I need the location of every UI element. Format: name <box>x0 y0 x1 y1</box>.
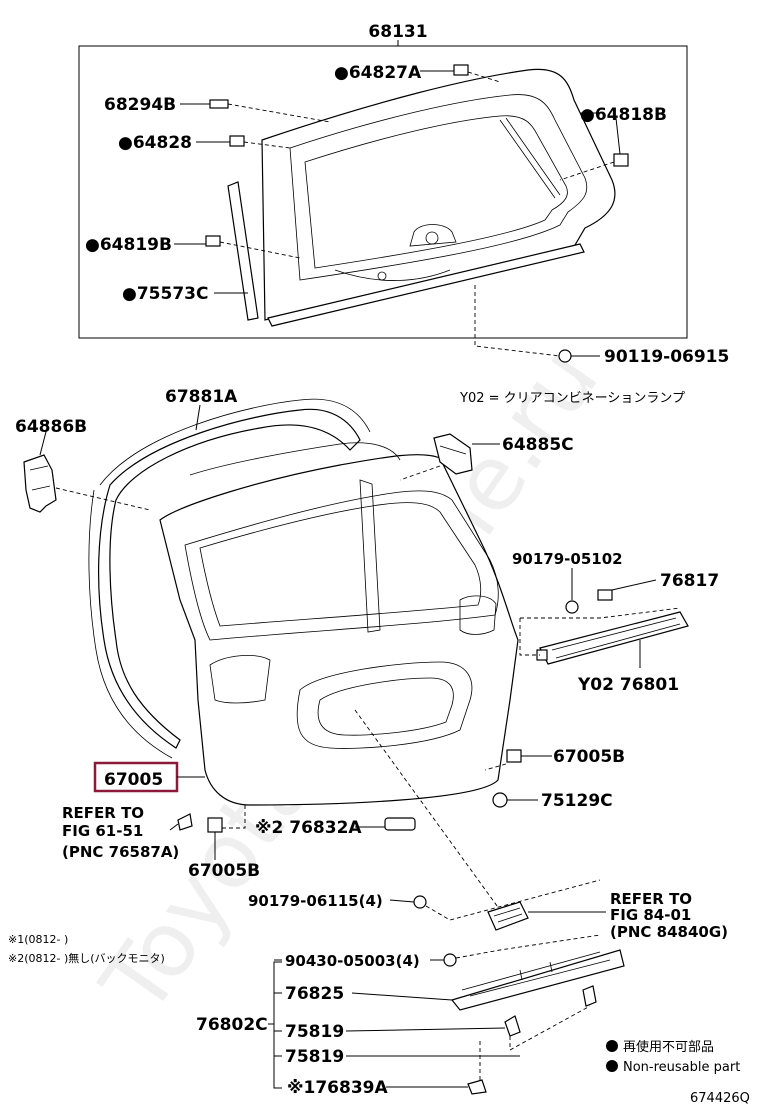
garnish-76825[interactable] <box>450 949 625 1011</box>
part-label-75573C[interactable]: ●75573C <box>122 284 208 304</box>
part-label-90430-05003[interactable]: 90430-05003(4) <box>285 952 420 970</box>
garnish-76832A[interactable] <box>384 817 416 831</box>
footnote-2: ※2(0812- )無し(バックモニタ) <box>8 951 165 965</box>
legend-bullet-en <box>606 1060 618 1072</box>
clip-64828[interactable] <box>229 135 245 147</box>
glass-bottom-molding[interactable] <box>267 243 585 327</box>
footnote-1: ※1(0812- ) <box>8 933 68 946</box>
part-label-76825[interactable]: 76825 <box>285 984 344 1004</box>
diagram-code: 674426Q <box>690 1091 750 1106</box>
part-label-67881A[interactable]: 67881A <box>165 387 238 407</box>
y02-note: Y02 = クリアコンビネーションランプ <box>459 391 685 406</box>
refer-61-line3[interactable]: (PNC 76587A) <box>62 843 179 861</box>
part-label-76817[interactable]: 76817 <box>660 571 719 591</box>
part-label-64828[interactable]: ●64828 <box>118 133 192 153</box>
stopper-67005B-right[interactable] <box>506 749 522 763</box>
refer-84-line1[interactable]: REFER TO <box>610 890 692 908</box>
hinge-64885C[interactable] <box>433 433 473 475</box>
part-label-68131[interactable]: 68131 <box>368 22 427 42</box>
bolt-90119-06915[interactable] <box>558 349 572 363</box>
part-label-75819-b[interactable]: 75819 <box>285 1047 344 1067</box>
part-label-64819B[interactable]: ●64819B <box>85 235 172 255</box>
part-label-76832A[interactable]: ※2 76832A <box>255 818 362 838</box>
part-label-64886B[interactable]: 64886B <box>15 417 87 437</box>
spacer-68294B[interactable] <box>209 99 229 109</box>
refer-61-line2[interactable]: FIG 61-51 <box>62 822 143 840</box>
part-label-64885C[interactable]: 64885C <box>502 435 574 455</box>
part-label-67005B-right[interactable]: 67005B <box>553 747 625 767</box>
part-label-76802C[interactable]: 76802C <box>196 1015 268 1035</box>
refer-61-51-part[interactable] <box>177 813 193 831</box>
part-label-76801[interactable]: Y02 76801 <box>577 675 679 695</box>
clip-64819B[interactable] <box>205 235 221 247</box>
stopper-67005B-bottom[interactable] <box>207 817 223 833</box>
gasket-76817[interactable] <box>597 589 613 601</box>
part-label-90179-05102[interactable]: 90179-05102 <box>512 550 623 568</box>
nut-90179-05102[interactable] <box>565 600 579 614</box>
glass-group-frame <box>78 45 688 339</box>
part-label-64827A[interactable]: ●64827A <box>334 63 422 83</box>
part-label-64818B[interactable]: ●64818B <box>580 105 667 125</box>
part-label-76839A[interactable]: ※176839A <box>287 1078 388 1098</box>
legend-non-reusable-en: Non-reusable part <box>623 1060 740 1075</box>
clip-64818B[interactable] <box>613 153 629 167</box>
part-label-75129C[interactable]: 75129C <box>541 791 613 811</box>
part-76839A[interactable] <box>467 1079 487 1095</box>
nut-90179-06115[interactable] <box>413 895 427 909</box>
part-label-67005[interactable]: 67005 <box>104 770 163 790</box>
clip-75819-b[interactable] <box>582 985 597 1007</box>
refer-84-line3[interactable]: (PNC 84840G) <box>610 923 728 941</box>
part-label-90179-06115[interactable]: 90179-06115(4) <box>248 892 383 910</box>
back-door-weatherstrip[interactable] <box>98 408 361 749</box>
part-label-75819-a[interactable]: 75819 <box>285 1022 344 1042</box>
hinge-64886B[interactable] <box>23 454 57 513</box>
clip-64827A[interactable] <box>453 64 469 76</box>
back-door-panel[interactable] <box>159 442 519 806</box>
part-label-90119-06915[interactable]: 90119-06915 <box>604 347 729 367</box>
refer-84-line2[interactable]: FIG 84-01 <box>610 906 691 924</box>
legend-non-reusable-jp: 再使用不可部品 <box>623 1039 714 1055</box>
glass-side-molding[interactable] <box>227 181 259 321</box>
part-label-68294B[interactable]: 68294B <box>104 95 176 115</box>
legend-bullet-jp <box>606 1040 618 1052</box>
washer-90430-05003[interactable] <box>443 953 457 967</box>
refer-61-line1[interactable]: REFER TO <box>62 804 144 822</box>
part-label-67005B-bottom[interactable]: 67005B <box>188 861 260 881</box>
clip-75819-a[interactable] <box>504 1015 521 1037</box>
cap-75129C[interactable] <box>492 792 508 808</box>
